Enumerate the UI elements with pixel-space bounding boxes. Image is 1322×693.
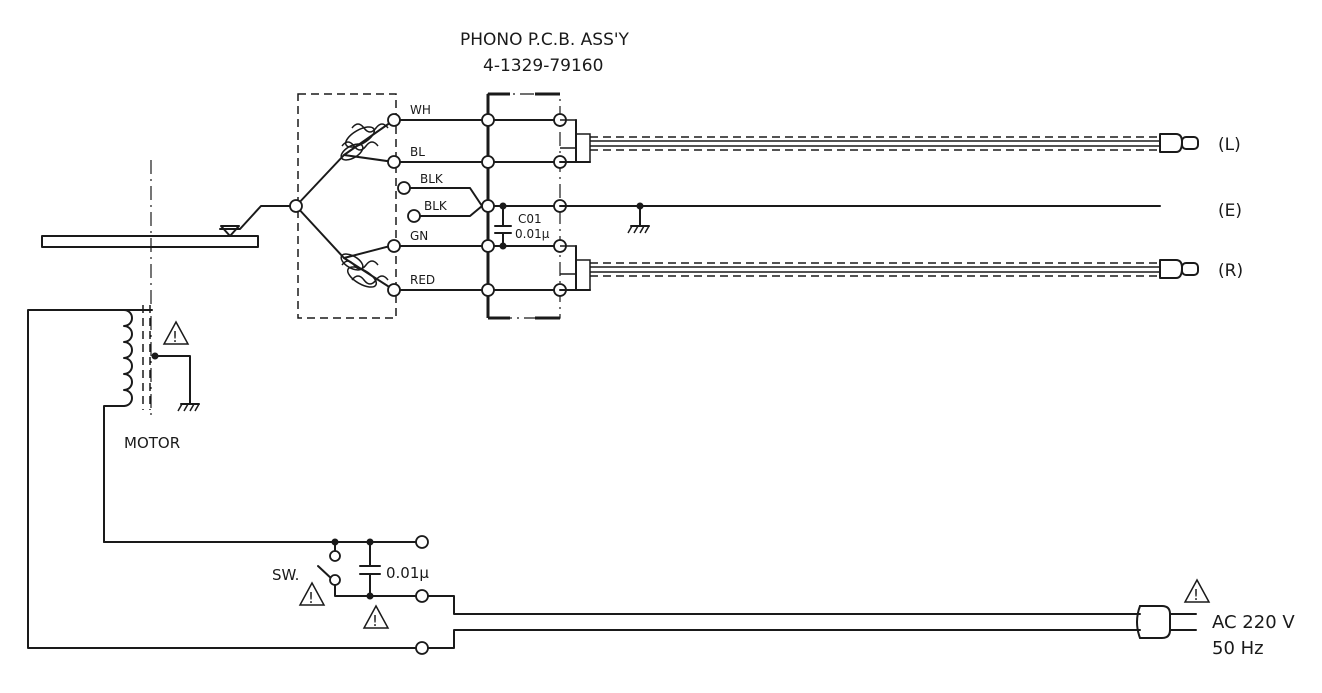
capacitor-c01-ref: C01 xyxy=(518,212,542,226)
terminal-wh xyxy=(387,113,401,127)
svg-text:!: ! xyxy=(372,612,378,630)
wire-label-wh: WH xyxy=(410,103,431,117)
ac-warning-icon: ! xyxy=(1183,578,1211,604)
switch-label: SW. xyxy=(272,566,299,584)
switch-capacitor-value: 0.01μ xyxy=(386,564,429,582)
wire-label-blk-1: BLK xyxy=(420,172,444,186)
output-earth-label: (E) xyxy=(1218,201,1242,221)
terminal-red xyxy=(387,283,401,297)
wire-label-bl: BL xyxy=(410,145,425,159)
output-right-label: (R) xyxy=(1218,261,1243,281)
earth-line xyxy=(559,202,1161,234)
cartridge-wiring xyxy=(393,119,489,291)
motor-warning-icon: ! xyxy=(162,320,190,346)
left-output-cable xyxy=(559,119,1199,163)
mains-wiring xyxy=(27,309,1141,649)
turntable-platter xyxy=(41,160,259,420)
output-left-label: (L) xyxy=(1218,135,1241,155)
motor-coil xyxy=(103,305,200,543)
switch-warning-icon: ! xyxy=(298,581,326,607)
ac-plug-icon xyxy=(1136,605,1197,639)
power-switch xyxy=(317,538,341,597)
wire-label-blk-2: BLK xyxy=(424,199,448,213)
switch-capacitor xyxy=(359,538,381,600)
motor-label: MOTOR xyxy=(124,434,180,452)
svg-text:!: ! xyxy=(308,589,314,607)
cartridge-coils xyxy=(295,119,395,291)
capacitor-c01-value: 0.01μ xyxy=(515,227,550,241)
mains-terminal-1 xyxy=(415,535,429,549)
capacitor-c01 xyxy=(494,202,512,250)
terminal-gn xyxy=(387,239,401,253)
right-output-cable xyxy=(559,245,1199,291)
arm-junction-terminal xyxy=(289,199,303,213)
wire-label-red: RED xyxy=(410,273,435,287)
terminal-bl xyxy=(387,155,401,169)
phono-pcb xyxy=(486,92,561,320)
ac-frequency-label: 50 Hz xyxy=(1212,638,1264,659)
terminal-blk-1 xyxy=(397,181,411,195)
stylus-icon xyxy=(220,225,240,237)
pcb-terminals xyxy=(481,113,567,297)
svg-text:!: ! xyxy=(1193,586,1199,604)
terminal-blk-2 xyxy=(407,209,421,223)
cartridge-enclosure xyxy=(297,93,397,319)
svg-text:!: ! xyxy=(172,328,178,346)
capacitor-warning-icon: ! xyxy=(362,604,390,630)
wire-label-gn: GN xyxy=(410,229,428,243)
tonearm xyxy=(219,205,297,237)
pcb-part-number: 4-1329-79160 xyxy=(483,56,603,76)
mains-terminal-3 xyxy=(415,641,429,655)
ac-voltage-label: AC 220 V xyxy=(1212,612,1295,633)
pcb-title: PHONO P.C.B. ASS'Y xyxy=(460,30,630,50)
mains-terminal-2 xyxy=(415,589,429,603)
